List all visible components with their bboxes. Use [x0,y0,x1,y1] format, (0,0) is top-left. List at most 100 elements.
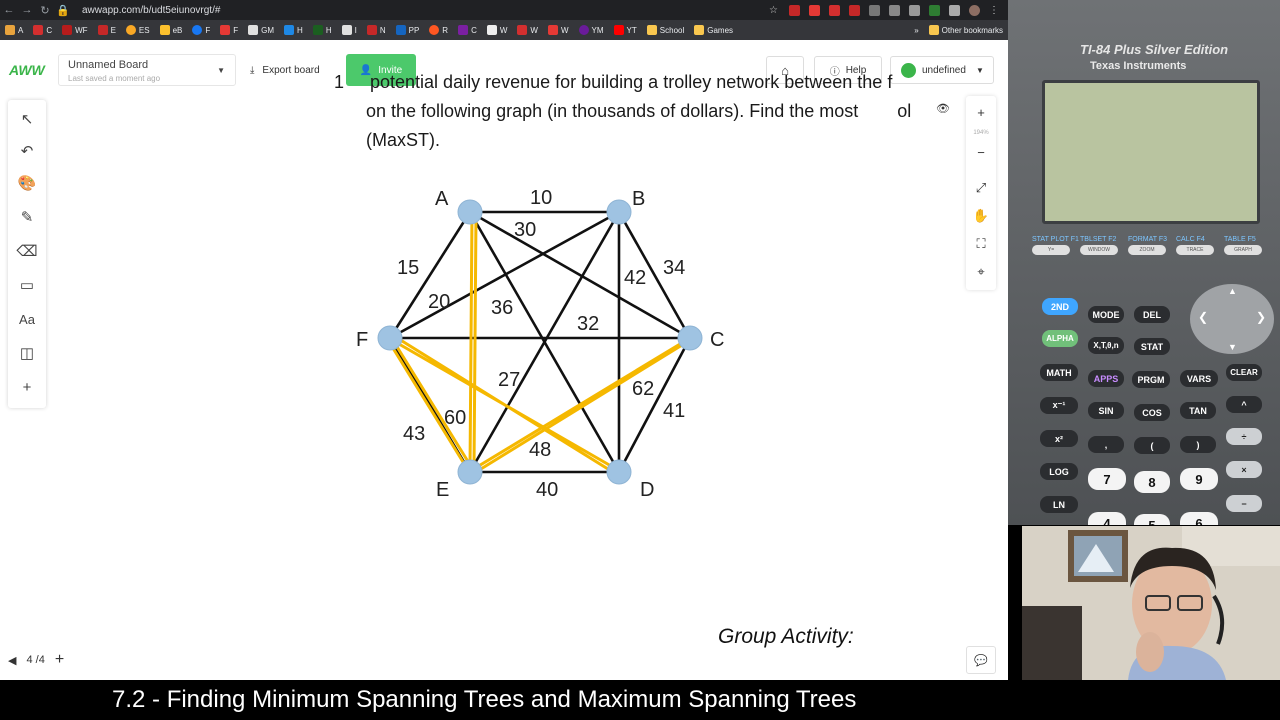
hand-tool-icon[interactable]: ✋ [972,208,990,223]
pencil-icon[interactable]: ✎ [20,209,34,226]
add-page-icon[interactable]: + [54,651,65,668]
zoom-in-icon[interactable]: + [977,104,985,120]
bookmark-item[interactable]: R [424,25,453,35]
user-menu-button[interactable]: undefined ▼ [890,56,994,84]
other-bookmarks-folder[interactable]: Other bookmarks [924,25,1008,35]
bookmark-item[interactable]: YT [609,25,642,35]
bookmark-item[interactable]: WF [57,25,92,35]
bookmark-item[interactable]: F [215,25,243,35]
prev-page-icon[interactable]: ◀ [8,654,17,667]
bookmark-item[interactable]: H [308,25,337,35]
extension-icon[interactable] [929,4,940,16]
key-inverse[interactable]: x⁻¹ [1040,397,1078,414]
fit-screen-icon[interactable]: ⤢ [975,180,987,195]
bookmark-folder[interactable]: Games [689,25,738,35]
url-text[interactable]: awwapp.com/b/udt5eiunovrgt/# [82,4,221,16]
invite-button[interactable]: 👤 Invite [346,54,416,86]
key-del[interactable]: DEL [1134,306,1170,323]
extension-icon[interactable] [869,4,880,16]
pointer-icon[interactable]: ⌖ [977,264,985,279]
chat-button[interactable]: 💬 [966,646,996,674]
undo-icon[interactable]: ↶ [20,143,34,160]
bookmark-item[interactable]: YM [574,25,609,35]
extension-icon[interactable] [849,4,860,16]
bookmark-item[interactable]: A [0,25,28,35]
key-prgm[interactable]: PRGM [1132,371,1170,388]
key-minus[interactable]: − [1226,495,1262,512]
reload-icon[interactable]: ↻ [40,4,50,17]
zoom-out-icon[interactable]: − [977,144,985,160]
focus-icon[interactable]: ⛶ [976,236,986,251]
key-8[interactable]: 8 [1134,471,1170,493]
text-tool-icon[interactable]: Aa [19,311,35,327]
key-left-paren[interactable]: ( [1134,437,1170,454]
home-button[interactable]: ⌂ [766,56,804,84]
key-mode[interactable]: MODE [1088,306,1124,323]
extension-icon[interactable] [789,4,800,16]
up-arrow-icon[interactable]: ▲ [1228,286,1237,296]
bookmark-item[interactable]: H [279,25,308,35]
eye-icon[interactable]: 👁 [932,98,954,118]
bookmark-folder[interactable]: School [642,25,689,35]
bookmark-item[interactable]: GM [243,25,279,35]
bookmark-item[interactable]: W [512,25,543,35]
key-clear[interactable]: CLEAR [1226,364,1262,381]
eraser-icon[interactable]: ⌫ [16,243,38,260]
key-vars[interactable]: VARS [1180,370,1218,387]
right-arrow-icon[interactable]: ❯ [1255,310,1266,324]
bookmark-item[interactable]: F [187,25,215,35]
aww-logo[interactable]: AWW [9,62,45,78]
export-board-button[interactable]: ⤓ Export board [250,64,320,76]
key-math[interactable]: MATH [1040,364,1078,381]
extension-icon[interactable] [949,4,960,16]
extension-icon[interactable] [829,4,840,16]
bookmark-item[interactable]: eB [155,25,188,35]
key-6[interactable]: 6 [1180,512,1218,525]
key-multiply[interactable]: × [1226,461,1262,478]
back-icon[interactable]: ← [3,4,15,16]
star-icon[interactable]: ☆ [769,4,778,16]
add-icon[interactable]: + [22,378,32,396]
key-stat[interactable]: STAT [1134,338,1170,355]
key-tan[interactable]: TAN [1180,402,1216,419]
sticky-note-icon[interactable]: ◫ [19,345,35,362]
down-arrow-icon[interactable]: ▼ [1228,342,1237,352]
board-selector[interactable]: Unnamed Board Last saved a moment ago ▼ [58,54,236,86]
key-power[interactable]: ^ [1226,396,1262,413]
bookmarks-more-button[interactable]: » [914,25,919,35]
bookmark-item[interactable]: I [337,25,362,35]
menu-icon[interactable]: ⋮ [989,4,999,16]
extension-icon[interactable] [909,4,920,16]
key-7[interactable]: 7 [1088,468,1126,490]
help-button[interactable]: ⓘ Help [814,56,882,84]
key-xt[interactable]: X,T,θ,n [1088,337,1124,354]
key-5[interactable]: 5 [1134,514,1170,525]
left-arrow-icon[interactable]: ❮ [1198,310,1209,324]
extension-icon[interactable] [889,4,900,16]
key-apps[interactable]: APPS [1088,370,1124,387]
bookmark-item[interactable]: W [543,25,574,35]
key-9[interactable]: 9 [1180,468,1218,490]
calculator-dpad[interactable]: ❮ ❯ ▲ ▼ [1190,284,1274,354]
extension-icon[interactable] [809,4,820,16]
profile-icon[interactable] [969,4,980,16]
key-log[interactable]: LOG [1040,463,1078,480]
bookmark-item[interactable]: W [482,25,513,35]
key-ln[interactable]: LN [1040,496,1078,513]
key-alpha[interactable]: ALPHA [1042,330,1078,347]
select-tool-icon[interactable]: ↖ [20,111,34,128]
forward-icon[interactable]: → [21,4,33,16]
key-cos[interactable]: COS [1134,404,1170,421]
rectangle-tool-icon[interactable]: ▭ [19,277,35,294]
bookmark-item[interactable]: PP [391,25,425,35]
key-square[interactable]: x² [1040,430,1078,447]
key-2nd[interactable]: 2ND [1042,298,1078,315]
bookmark-item[interactable]: ES [121,25,155,35]
key-sin[interactable]: SIN [1088,402,1124,419]
key-comma[interactable]: , [1088,436,1124,453]
bookmark-item[interactable]: C [453,25,482,35]
